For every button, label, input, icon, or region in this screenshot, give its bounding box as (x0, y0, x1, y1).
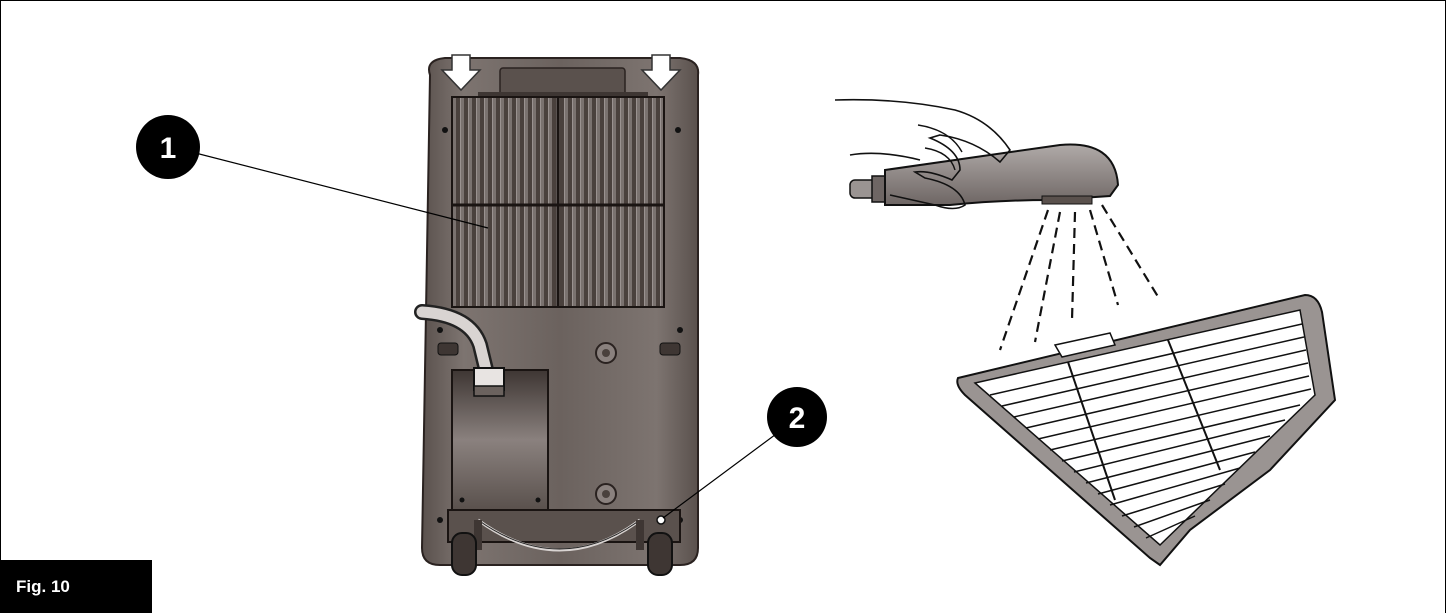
frame-left-edge (0, 0, 1, 560)
drain-plug-icon (595, 342, 617, 364)
drain-plug-icon (595, 483, 617, 505)
figure-label: Fig. 10 (0, 560, 152, 613)
callout-1-number: 1 (160, 132, 177, 165)
air-filter-1 (451, 96, 665, 308)
airflow-lines (998, 204, 1161, 351)
removed-filter-panel (956, 293, 1337, 567)
callout-1: 1 (136, 115, 489, 229)
drain-hose (414, 304, 505, 397)
frame-top-edge (0, 0, 1446, 1)
arrow-down-icon (440, 54, 482, 92)
hand-vacuum-nozzle (834, 98, 1120, 210)
callout-2-number: 2 (789, 402, 806, 435)
arrow-down-icon (640, 54, 682, 92)
dehumidifier-unit (414, 54, 700, 576)
callout-2: 2 (662, 387, 827, 519)
water-tank (451, 369, 549, 511)
